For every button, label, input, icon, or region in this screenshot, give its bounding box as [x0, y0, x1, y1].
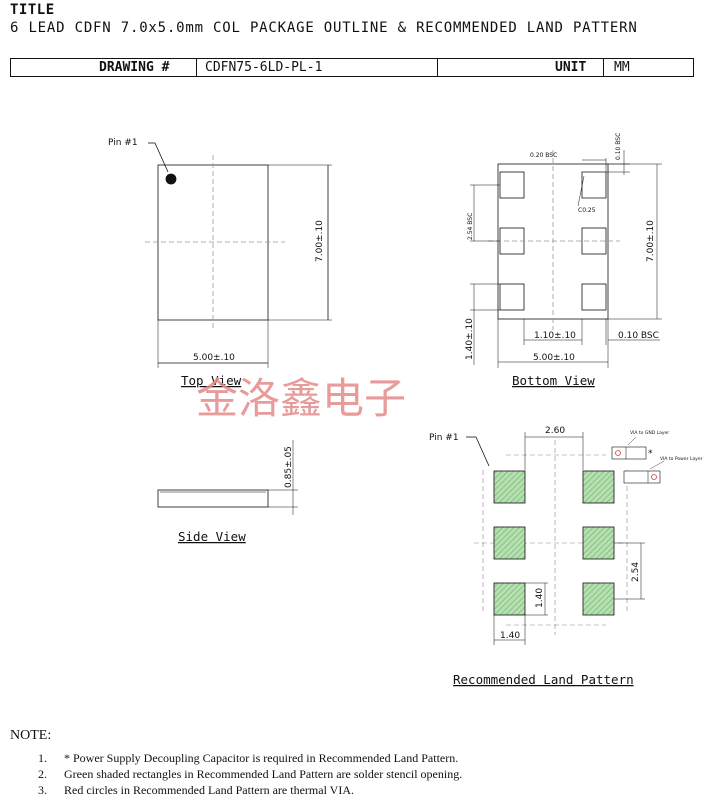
note-number: 1.	[38, 751, 47, 765]
thermal-via-power-icon	[651, 474, 657, 480]
note-text: Green shaded rectangles in Recommended L…	[64, 767, 463, 781]
land-pad	[493, 526, 526, 560]
note-item: 1. * Power Supply Decoupling Capacitor is…	[38, 751, 458, 766]
bottom-dim-140: 1.40±.10	[465, 318, 475, 360]
watermark-text: 金洛鑫电子	[196, 374, 406, 423]
decoupling-capacitor-gnd	[611, 446, 647, 460]
land-dim-254: 2.54	[631, 562, 641, 582]
via-gnd-label: VIA to GND Layer	[630, 430, 669, 436]
note-number: 2.	[38, 767, 47, 781]
bottom-pad	[581, 283, 607, 311]
notes-title: NOTE:	[10, 728, 52, 743]
side-view	[157, 440, 298, 515]
side-thickness-dim: 0.85±.05	[284, 446, 294, 488]
header-divider	[603, 59, 604, 76]
bottom-dim-254: 2.54 BSC	[467, 213, 474, 240]
bottom-view-caption: Bottom View	[512, 373, 595, 388]
land-pattern-caption: Recommended Land Pattern	[453, 672, 634, 687]
land-pattern	[466, 432, 665, 645]
drawing-number-label: DRAWING #	[99, 60, 170, 75]
unit-label: UNIT	[555, 60, 587, 75]
land-dim-260: 2.60	[545, 426, 565, 436]
note-number: 3.	[38, 783, 47, 797]
top-pin1-label: Pin #1	[108, 138, 138, 148]
note-text: Red circles in Recommended Land Pattern …	[64, 783, 355, 797]
via-power-label: VIA to Power Layer	[660, 456, 703, 462]
header-divider	[437, 59, 438, 76]
bottom-dim-010-right: 0.10 BSC	[618, 331, 659, 341]
side-view-body	[157, 489, 269, 508]
top-height-dim: 7.00±.10	[315, 220, 325, 262]
bottom-pad-pin1	[581, 171, 607, 199]
bottom-dim-110: 1.10±.10	[534, 331, 576, 341]
decoupling-capacitor-power	[623, 470, 661, 484]
drawing-title: 6 LEAD CDFN 7.0x5.0mm COL PACKAGE OUTLIN…	[10, 20, 638, 36]
pin1-leader	[154, 142, 169, 173]
bottom-view	[470, 150, 662, 368]
land-pad	[493, 582, 526, 616]
bottom-pad	[499, 283, 525, 311]
title-label: TITLE	[10, 2, 55, 18]
land-dim-140-vertical: 1.40	[535, 588, 545, 608]
drawing-header-table: DRAWING # CDFN75-6LD-PL-1 UNIT MM	[10, 58, 694, 77]
land-pad	[582, 582, 615, 616]
header-divider	[196, 59, 197, 76]
land-pad	[582, 526, 615, 560]
land-pad	[582, 470, 615, 504]
top-view	[145, 142, 332, 368]
drawing-number-value: CDFN75-6LD-PL-1	[205, 60, 323, 75]
side-view-caption: Side View	[178, 529, 246, 544]
note-text: * Power Supply Decoupling Capacitor is r…	[64, 751, 459, 765]
bottom-dim-010-top: 0.10 BSC	[615, 133, 622, 160]
land-dim-140-horizontal: 1.40	[500, 631, 520, 641]
bottom-dim-020: 0.20 BSC	[530, 152, 557, 159]
land-pin1-label: Pin #1	[429, 433, 459, 443]
thermal-via-gnd-icon	[615, 450, 621, 456]
capacitor-asterisk: *	[648, 449, 653, 459]
note-item: 2. Green shaded rectangles in Recommended…	[38, 767, 462, 782]
bottom-width-dim: 5.00±.10	[533, 353, 575, 363]
bottom-height-dim: 7.00±.10	[646, 220, 656, 262]
note-item: 3. Red circles in Recommended Land Patter…	[38, 783, 354, 798]
top-view-caption: Top View	[181, 373, 242, 388]
land-pad	[493, 470, 526, 504]
pin1-dot-icon	[165, 173, 177, 185]
bottom-pad	[581, 227, 607, 255]
bottom-dim-c025: C0.25	[578, 207, 596, 214]
bottom-pad	[499, 171, 525, 199]
unit-value: MM	[614, 60, 630, 75]
top-width-dim: 5.00±.10	[193, 353, 235, 363]
